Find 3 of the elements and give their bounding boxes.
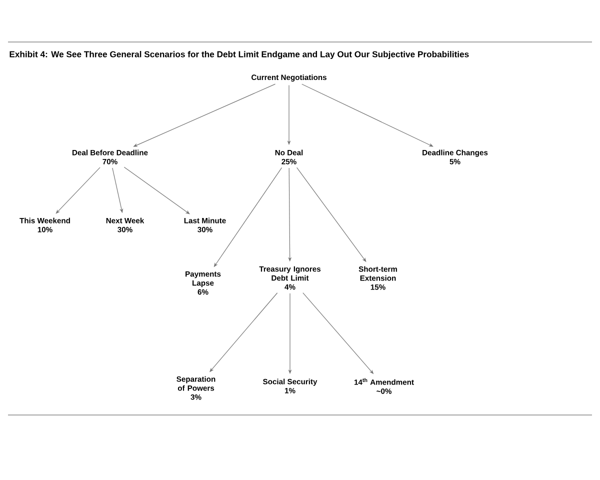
arrow — [124, 166, 190, 214]
arrow — [56, 167, 100, 214]
title: Exhibit 4: We See Three General Scenarios for the Debt Limit Endgame and Lay Out Our Subjective Probabilities — [10, 50, 469, 60]
